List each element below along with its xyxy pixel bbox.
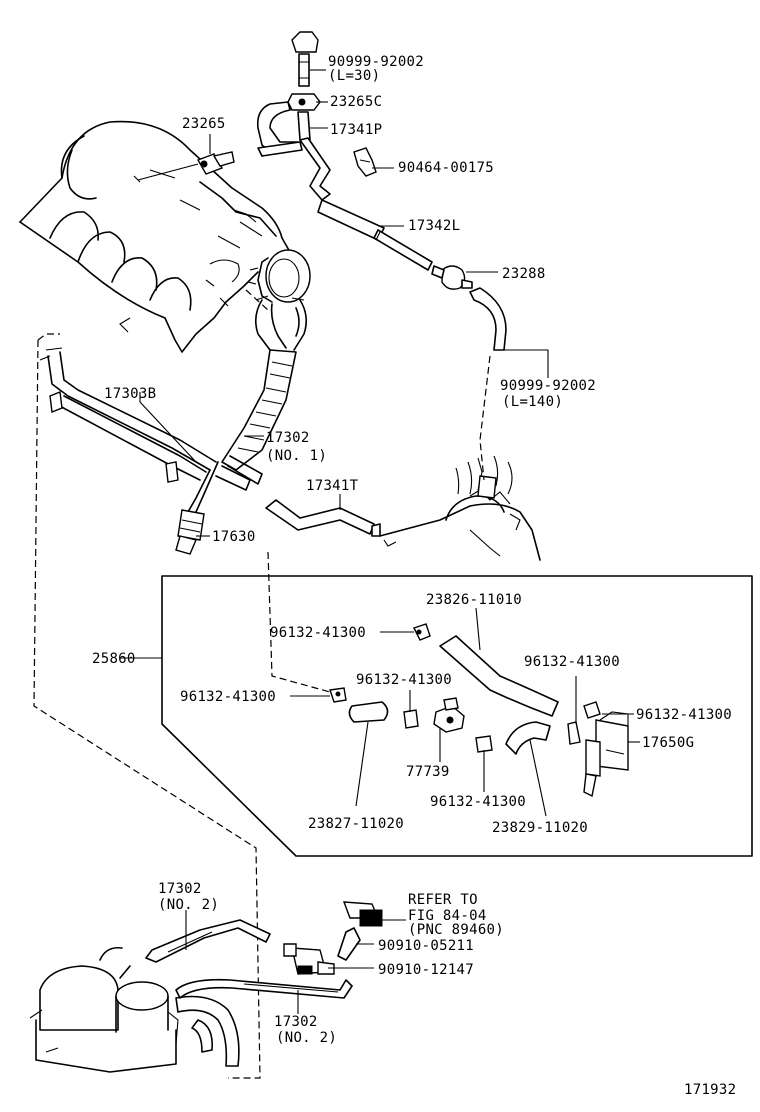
label-96132-41300-a: 96132-41300 bbox=[270, 625, 366, 641]
label-refer-to: REFER TO bbox=[408, 892, 478, 908]
label-23826-11010: 23826-11010 bbox=[426, 592, 522, 608]
label-90999-92002-a-length: (L=30) bbox=[328, 68, 380, 84]
label-90999-92002-b-length: (L=140) bbox=[502, 394, 563, 410]
label-17302-no2-b: 17302 bbox=[274, 1014, 318, 1030]
dashed-routing-lines bbox=[33, 289, 491, 1079]
label-17303b: 17303B bbox=[104, 386, 156, 402]
label-96132-41300-c: 96132-41300 bbox=[356, 672, 452, 688]
label-23827-11020: 23827-11020 bbox=[308, 816, 404, 832]
label-refer-pnc: (PNC 89460) bbox=[408, 922, 504, 938]
part-labels: 90999-92002 (L=30) 23265C 23265 17341P 9… bbox=[92, 54, 736, 1098]
label-17650g: 17650G bbox=[642, 735, 694, 751]
leader-lines bbox=[120, 69, 640, 1014]
label-17341p: 17341P bbox=[330, 122, 382, 138]
main-hose-bundle bbox=[39, 295, 381, 555]
label-96132-41300-f: 96132-41300 bbox=[430, 794, 526, 810]
label-17302-no1: 17302 bbox=[266, 430, 310, 446]
label-96132-41300-d: 96132-41300 bbox=[180, 689, 276, 705]
label-90999-92002-b: 90999-92002 bbox=[500, 378, 596, 394]
label-23265c: 23265C bbox=[330, 94, 382, 110]
label-17302-no2-a: 17302 bbox=[158, 881, 202, 897]
label-25860: 25860 bbox=[92, 651, 136, 667]
label-17302-no2-b-sub: (NO. 2) bbox=[276, 1030, 337, 1046]
label-23265: 23265 bbox=[182, 116, 226, 132]
label-17630: 17630 bbox=[212, 529, 256, 545]
upper-hose-routing bbox=[256, 31, 507, 351]
label-90910-05211: 90910-05211 bbox=[378, 938, 474, 954]
label-90910-12147: 90910-12147 bbox=[378, 962, 474, 978]
label-77739: 77739 bbox=[406, 764, 450, 780]
label-17341t: 17341T bbox=[306, 478, 359, 494]
label-90464-00175: 90464-00175 bbox=[398, 160, 494, 176]
intake-manifold-drawing bbox=[19, 120, 311, 353]
label-17302-no2-a-sub: (NO. 2) bbox=[158, 897, 219, 913]
label-refer-fig: FIG 84-04 bbox=[408, 908, 487, 924]
label-96132-41300-b: 96132-41300 bbox=[524, 654, 620, 670]
assembly-25860-box bbox=[161, 575, 753, 857]
diagram-id: 171932 bbox=[684, 1082, 736, 1098]
lower-assembly-drawing bbox=[29, 901, 383, 1073]
label-17342l: 17342L bbox=[408, 218, 460, 234]
label-23829-11020: 23829-11020 bbox=[492, 820, 588, 836]
label-17302-no1-sub: (NO. 1) bbox=[266, 448, 327, 464]
label-23288: 23288 bbox=[502, 266, 546, 282]
label-96132-41300-e: 96132-41300 bbox=[636, 707, 732, 723]
label-90999-92002-a: 90999-92002 bbox=[328, 54, 424, 70]
engine-port-drawing bbox=[379, 455, 541, 561]
